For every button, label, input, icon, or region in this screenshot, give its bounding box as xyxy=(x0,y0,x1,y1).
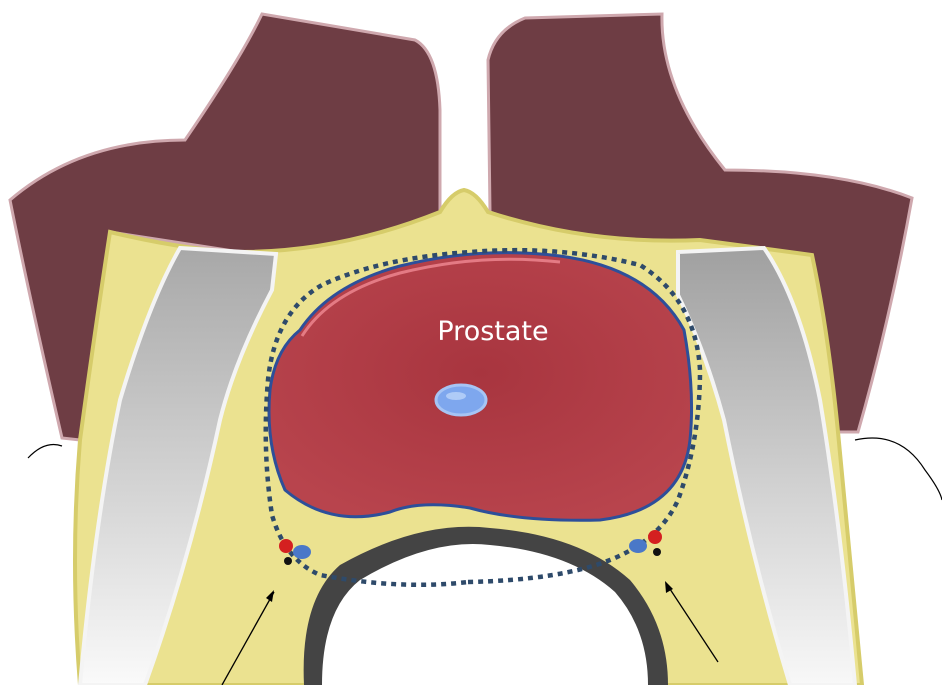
left-vein xyxy=(293,545,311,559)
left-nerve xyxy=(284,557,292,565)
right-nerve xyxy=(653,548,661,556)
prostate-label: Prostate xyxy=(437,316,548,347)
right-vein xyxy=(629,539,647,553)
left-edge-line xyxy=(28,445,62,459)
right-edge-line xyxy=(855,438,942,500)
urethra xyxy=(436,385,486,415)
urethra-highlight xyxy=(446,392,466,400)
left-artery xyxy=(279,539,293,553)
right-artery xyxy=(648,530,662,544)
